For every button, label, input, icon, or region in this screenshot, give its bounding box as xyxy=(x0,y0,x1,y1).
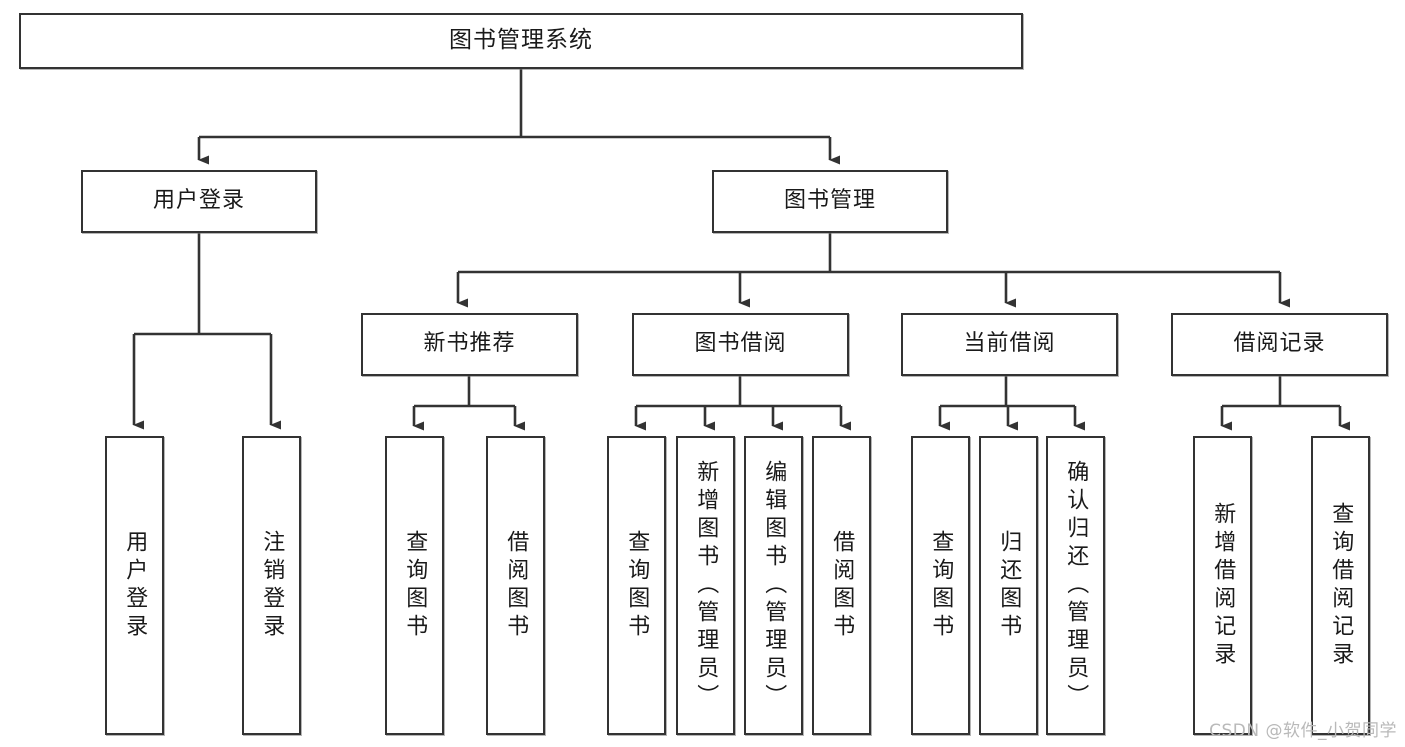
node-label: 确认归还（管理员） xyxy=(1063,459,1089,712)
leaf-add-book-admin[interactable]: 新增图书（管理员） xyxy=(676,436,735,735)
node-current-borrow[interactable]: 当前借阅 xyxy=(901,313,1118,376)
node-user-login[interactable]: 用户登录 xyxy=(81,170,317,233)
node-label: 借阅图书 xyxy=(829,529,855,642)
node-book-manage[interactable]: 图书管理 xyxy=(712,170,948,233)
node-borrow-record[interactable]: 借阅记录 xyxy=(1171,313,1388,376)
node-label: 图书管理 xyxy=(783,188,876,214)
node-label: 查询借阅记录 xyxy=(1328,501,1354,670)
leaf-query-borrow-record[interactable]: 查询借阅记录 xyxy=(1311,436,1370,735)
node-label: 新增借阅记录 xyxy=(1210,501,1236,670)
leaf-logout-login[interactable]: 注销登录 xyxy=(242,436,301,735)
node-label: 查询图书 xyxy=(624,529,650,642)
node-book-borrow[interactable]: 图书借阅 xyxy=(632,313,849,376)
leaf-confirm-return-admin[interactable]: 确认归还（管理员） xyxy=(1046,436,1105,735)
node-label: 编辑图书（管理员） xyxy=(761,459,787,712)
leaf-return-book[interactable]: 归还图书 xyxy=(979,436,1038,735)
node-label: 图书管理系统 xyxy=(449,27,593,54)
leaf-edit-book-admin[interactable]: 编辑图书（管理员） xyxy=(744,436,803,735)
leaf-query-book-borrow[interactable]: 查询图书 xyxy=(607,436,666,735)
leaf-user-login[interactable]: 用户登录 xyxy=(105,436,164,735)
leaf-borrow-book-recommend[interactable]: 借阅图书 xyxy=(486,436,545,735)
leaf-borrow-book[interactable]: 借阅图书 xyxy=(812,436,871,735)
node-label: 新增图书（管理员） xyxy=(693,459,719,712)
node-root-book-management-system[interactable]: 图书管理系统 xyxy=(19,13,1023,69)
node-label: 归还图书 xyxy=(996,529,1022,642)
node-label: 用户登录 xyxy=(152,188,245,214)
node-label: 借阅图书 xyxy=(503,529,529,642)
leaf-add-borrow-record[interactable]: 新增借阅记录 xyxy=(1193,436,1252,735)
node-label: 图书借阅 xyxy=(694,331,787,357)
node-label: 查询图书 xyxy=(402,529,428,642)
node-label: 借阅记录 xyxy=(1233,331,1326,357)
node-label: 当前借阅 xyxy=(963,331,1056,357)
node-label: 用户登录 xyxy=(122,529,148,642)
node-label: 注销登录 xyxy=(259,529,285,642)
leaf-query-book-recommend[interactable]: 查询图书 xyxy=(385,436,444,735)
node-label: 查询图书 xyxy=(928,529,954,642)
node-label: 新书推荐 xyxy=(423,331,516,357)
leaf-query-book-current[interactable]: 查询图书 xyxy=(911,436,970,735)
node-new-book-recommend[interactable]: 新书推荐 xyxy=(361,313,578,376)
